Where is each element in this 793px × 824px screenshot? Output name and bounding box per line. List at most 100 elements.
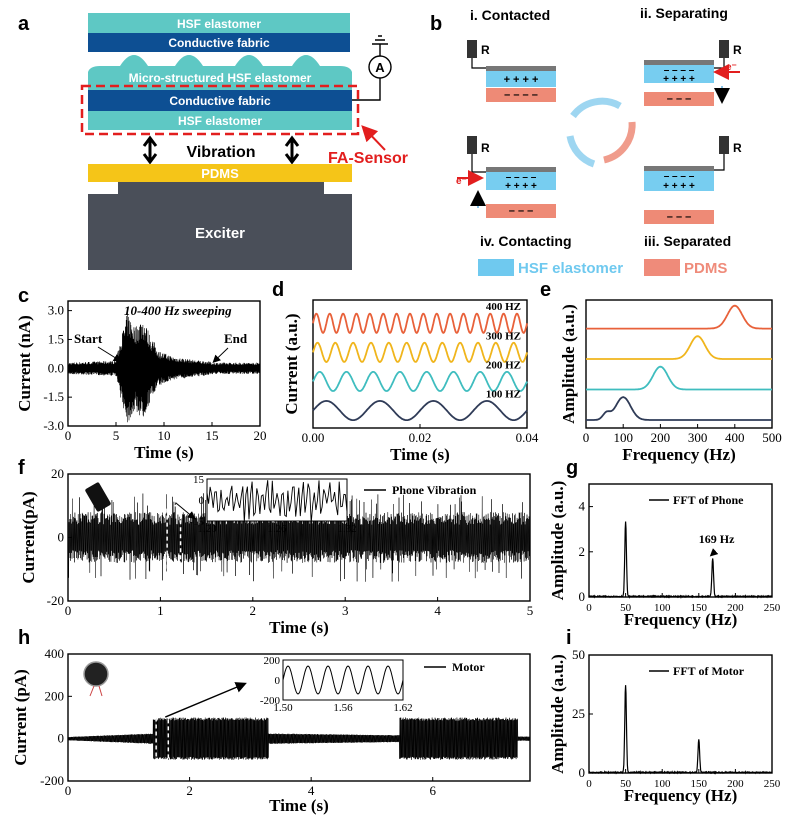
electron-label: e⁻ [726,62,737,73]
series-label: 200 HZ [486,359,521,371]
x-tick-label: 0 [583,430,590,445]
svg-text:– – – –: – – – – [504,89,538,101]
micro-structured-layer [88,55,352,90]
y-axis-label: Amplitude (a.u.) [559,304,578,423]
x-tick-label: 5 [527,603,534,618]
y-tick-label: 0.0 [48,360,64,375]
inset-trace [206,480,348,523]
x-tick-label: 100 [613,430,633,445]
svg-text:– – –: – – – [667,93,691,105]
panel-label-b: b [430,13,442,35]
x-axis-label: Frequency (Hz) [622,445,735,464]
fa-sensor-label: FA-Sensor [328,150,408,167]
x-tick-label: 0.00 [302,430,325,445]
x-tick-label: 4 [308,783,315,798]
state-separating-diagram: R – – – – + + + + e⁻ – – – [644,40,742,106]
state-contacting-diagram: R – – – – + + + + e⁻ – – – [456,136,556,218]
x-tick-label: 250 [764,602,781,614]
hsf-block [486,71,556,87]
legend-label: Phone Vibration [392,483,477,497]
svg-text:+ + + +: + + + + [505,181,537,192]
inset-y-tick-label: -200 [260,695,281,707]
y-tick-label: 2 [579,544,586,559]
ammeter-wire [352,78,381,101]
legend-pdms-swatch [644,259,680,276]
series-line [312,371,528,392]
top-elastomer-label: HSF elastomer [177,17,261,31]
panel-b: b i. Contacted ii. Separating iv. Contac… [430,5,742,277]
panel-label-f: f [18,457,25,479]
x-tick-label: 5 [113,428,120,443]
state-contacted-label: i. Contacted [470,7,550,23]
legend-label: Motor [452,660,485,674]
x-tick-label: 0 [65,783,72,798]
svg-text:– – –: – – – [509,205,533,217]
ammeter-label: A [375,60,385,75]
ground-icon [372,35,388,56]
top-fabric-label: Conductive fabric [168,36,270,50]
x-tick-label: 15 [206,428,219,443]
y-tick-label: 400 [45,646,65,661]
vibration-arrow-right-icon [284,135,300,165]
panel-label-c: c [18,285,29,307]
svg-text:+ + + +: + + + + [504,74,539,86]
start-label: Start [74,331,103,346]
spectrum-line [586,304,772,330]
inset-y-tick-label: 0 [199,495,205,507]
x-tick-label: 4 [434,603,441,618]
cycle-arrows [566,97,636,168]
pdms-block [486,88,556,102]
inset-y-tick-label: 0 [275,675,281,687]
zoom-arrow [175,502,196,520]
x-tick-label: 10 [158,428,171,443]
y-tick-label: 1.5 [48,331,64,346]
y-axis-label: Current (a.u.) [282,313,301,414]
y-axis-label: Amplitude (a.u.) [548,654,567,773]
x-tick-label: 500 [762,430,782,445]
bottom-elastomer-layer [88,111,352,130]
y-tick-label: 0 [58,530,65,545]
current-trace [67,493,531,582]
inset-y-tick-label: 200 [264,655,281,667]
spectrum-line [588,685,773,775]
x-tick-label: 250 [764,778,781,790]
y-tick-label: 200 [45,688,65,703]
resistor-icon [467,136,477,154]
panel-label-a: a [18,13,30,35]
legend-hsf-label: HSF elastomer [518,260,623,277]
resistor-label: R [481,141,490,155]
resistor-icon [719,40,729,58]
bottom-fabric-label: Conductive fabric [169,94,271,108]
fa-sensor-outline [80,84,360,136]
x-tick-label: 0 [586,778,592,790]
y-axis-label: Current (pA) [11,669,30,765]
sweep-annotation: 10-400 Hz sweeping [124,303,232,318]
x-tick-label: 50 [620,602,632,614]
x-tick-label: 20 [254,428,267,443]
x-tick-label: 2 [250,603,257,618]
state-separating-label: ii. Separating [640,5,728,21]
x-tick-label: 100 [654,602,671,614]
x-axis-label: Frequency (Hz) [624,786,737,805]
x-tick-label: 1 [157,603,164,618]
series-label: 300 HZ [486,330,521,342]
legend-hsf-swatch [478,259,514,276]
x-axis-label: Time (s) [134,443,194,462]
y-tick-label: 4 [579,499,586,514]
x-tick-label: 0 [65,428,72,443]
series-line [312,399,528,421]
peak-arrow [709,548,719,557]
vibration-label: Vibration [186,144,255,161]
y-tick-label: -200 [40,773,64,788]
zoom-region [155,716,170,761]
x-axis-label: Time (s) [269,618,329,637]
x-axis-label: Time (s) [390,445,450,464]
x-tick-label: 0 [586,602,592,614]
